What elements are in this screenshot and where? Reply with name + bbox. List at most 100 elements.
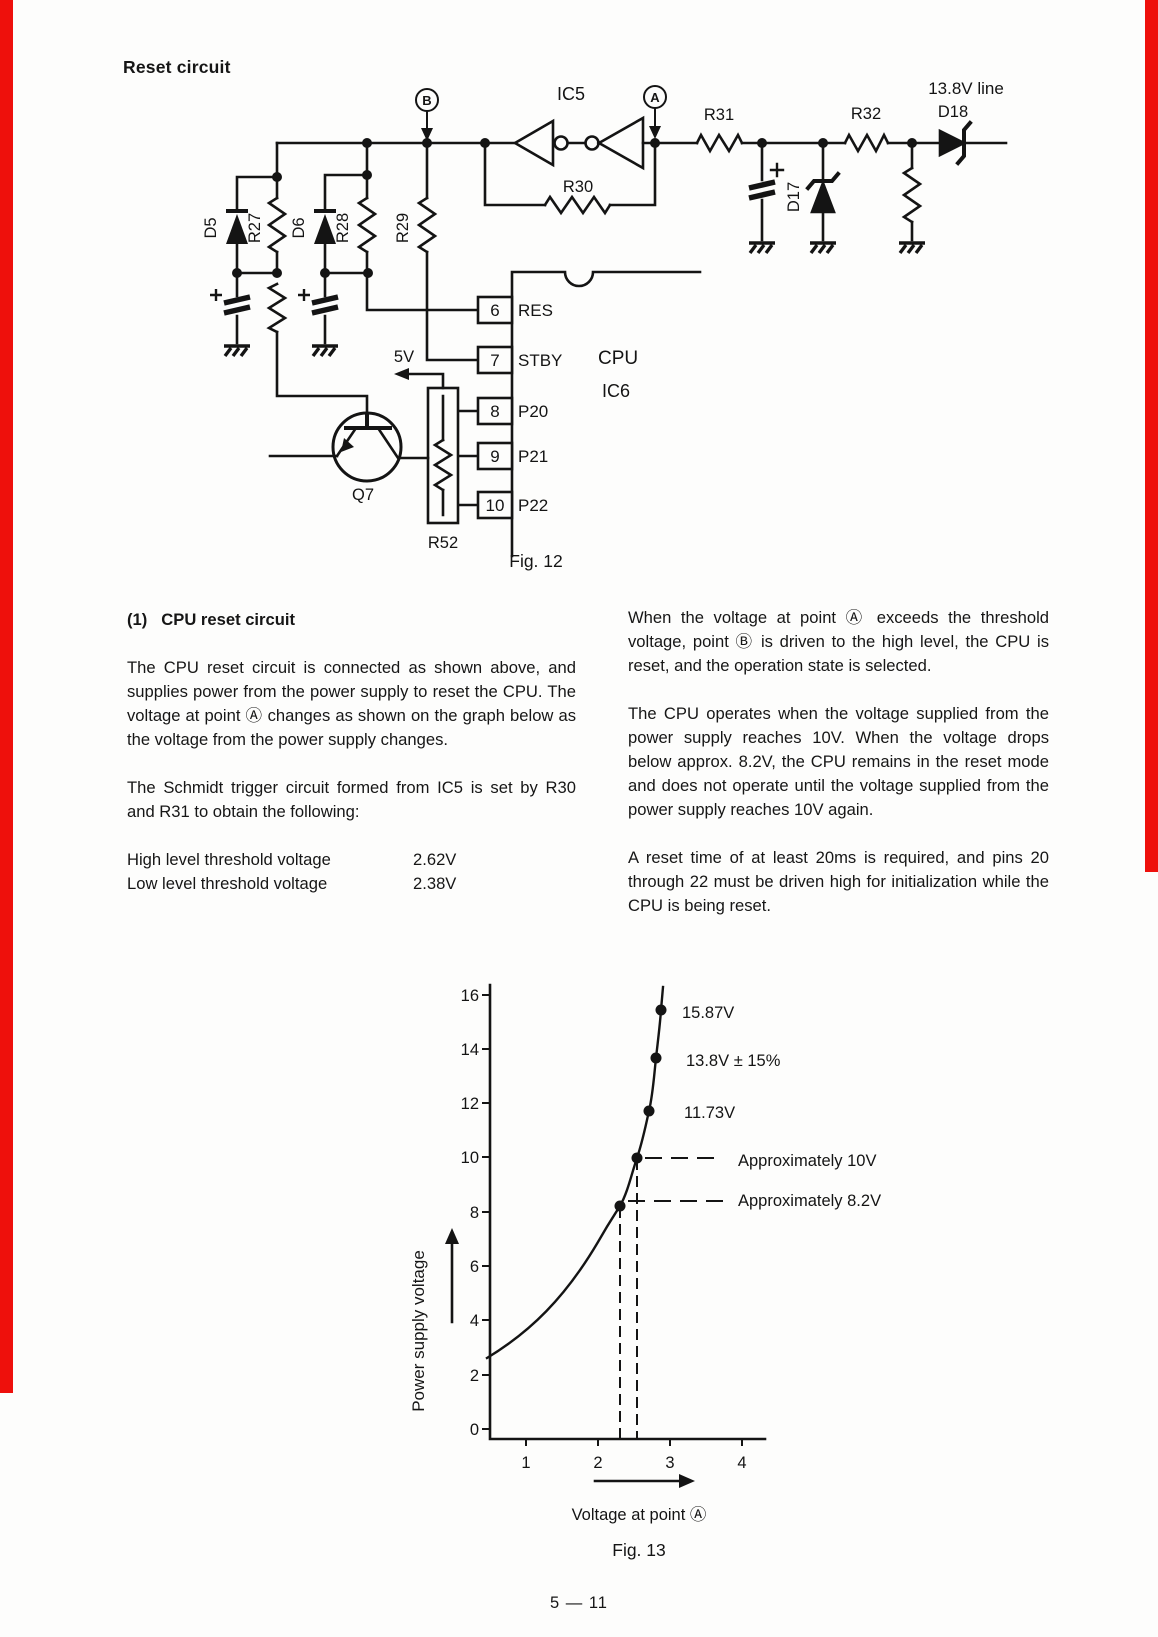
- data-point-8.2v: [614, 1200, 626, 1212]
- r30-label: R30: [563, 178, 593, 196]
- pin10-number: 10: [486, 496, 505, 515]
- annotation-11.73v: 11.73V: [684, 1104, 735, 1122]
- threshold-row: Low level threshold voltage 2.38V: [127, 872, 576, 896]
- dashed-leaders: [628, 1157, 725, 1202]
- pin9-name: P21: [518, 447, 548, 466]
- capacitor: [311, 294, 339, 316]
- pin7-name: STBY: [518, 351, 562, 370]
- pin10-name: P22: [518, 496, 548, 515]
- diode-d6: [314, 214, 336, 244]
- wire: [275, 330, 369, 416]
- transistor-base: [344, 412, 392, 430]
- reset-circuit-schematic: [235, 85, 1008, 558]
- axes: [488, 983, 767, 1441]
- y-tick-16: 16: [461, 987, 479, 1005]
- resistor: [901, 166, 923, 224]
- wire-to-res-pin: [365, 271, 480, 312]
- line-13-8v-label: 13.8V line: [928, 79, 1004, 98]
- wire: [235, 141, 279, 275]
- y-tick-4: 4: [470, 1312, 479, 1330]
- resistor-r30: [543, 194, 612, 216]
- resistor-r32: [843, 132, 890, 154]
- x-tick-2: 2: [593, 1454, 602, 1472]
- cpu-label: CPU: [598, 348, 638, 369]
- d17-label: D17: [785, 182, 803, 212]
- y-ticks: [482, 994, 491, 1430]
- data-point-11.73v: [643, 1105, 655, 1117]
- section-number: (1): [127, 610, 148, 629]
- red-margin-bar-left: [0, 0, 13, 1393]
- pin-box-8: [476, 396, 514, 426]
- junction-dot: [362, 138, 372, 148]
- resistor-r28: [356, 196, 378, 254]
- r29-label: R29: [394, 213, 412, 243]
- y-tick-12: 12: [461, 1095, 479, 1113]
- data-point-13.8v: [650, 1052, 662, 1064]
- cap-and-ground-symbols: [210, 179, 925, 358]
- fig12-caption: Fig. 12: [509, 551, 563, 571]
- d6-label: D6: [290, 217, 308, 238]
- y-tick-0: 0: [470, 1421, 479, 1439]
- d18-label: D18: [938, 103, 968, 121]
- y-tick-6: 6: [470, 1258, 479, 1276]
- 5v-label: 5V: [394, 348, 414, 366]
- junction-dot: [757, 138, 767, 148]
- junction-dot: [650, 138, 660, 148]
- wire: [456, 409, 480, 507]
- section-heading: (1)CPU reset circuit: [127, 608, 576, 632]
- x-tick-1: 1: [521, 1454, 530, 1472]
- ic6-label: IC6: [602, 381, 630, 401]
- r52-label: R52: [428, 534, 458, 552]
- plus-sign: [769, 162, 785, 178]
- ground: [809, 241, 836, 255]
- right-column: When the voltage at point Ⓐ exceeds the …: [628, 606, 1049, 942]
- x-tick-4: 4: [737, 1454, 746, 1472]
- wire-feedback: [483, 141, 657, 207]
- resistor-r29: [416, 196, 438, 254]
- point-b-circle: [415, 88, 439, 112]
- arrowhead-point-b: [421, 128, 433, 141]
- pin7-number: 7: [490, 351, 499, 370]
- resistor: [432, 438, 454, 492]
- zener-bar-d18: [955, 120, 973, 166]
- ground: [898, 241, 925, 255]
- r28-label: R28: [334, 213, 352, 243]
- arrowhead-emitter: [341, 438, 354, 452]
- annotation-8.2v: Approximately 8.2V: [738, 1192, 881, 1210]
- ground-symbols: [223, 241, 925, 358]
- capacitor: [748, 179, 776, 201]
- paragraph: A reset time of at least 20ms is require…: [628, 848, 1049, 915]
- inverter-gate: [596, 115, 645, 171]
- paragraph: The CPU operates when the voltage suppli…: [628, 704, 1049, 819]
- y-tick-10: 10: [461, 1149, 479, 1167]
- transistor-emitter: [268, 426, 358, 458]
- r27-label: R27: [246, 213, 264, 243]
- junction-dot: [362, 170, 372, 180]
- plus-sign: [298, 289, 310, 301]
- ic5-label: IC5: [557, 84, 585, 104]
- diode-d17: [810, 179, 836, 214]
- paragraph: When the voltage at point Ⓐ exceeds the …: [628, 608, 1049, 675]
- schematic-labels: B A IC5 R30 R31 R32 D18 13.8V line D17 D…: [202, 79, 1004, 571]
- arrowhead-x-axis: [679, 1474, 695, 1488]
- junctions-and-symbols: [226, 126, 917, 1488]
- point-b-label: B: [422, 93, 431, 108]
- fig13-graph: [450, 983, 767, 1483]
- plus-sign: [210, 289, 222, 301]
- resistor: [266, 282, 288, 334]
- annotation-10v: Approximately 10V: [738, 1152, 877, 1170]
- pin9-number: 9: [490, 447, 499, 466]
- diode-d18: [938, 128, 967, 158]
- y-tick-8: 8: [470, 1204, 479, 1222]
- r31-label: R31: [704, 106, 734, 124]
- ground: [748, 241, 775, 255]
- y-axis-title: Power supply voltage: [409, 1250, 428, 1412]
- x-axis-title: Voltage at point Ⓐ: [572, 1505, 707, 1524]
- pin8-number: 8: [490, 402, 499, 421]
- junction-dot: [232, 268, 242, 278]
- transistor-collector: [376, 426, 430, 460]
- red-margin-bar-right: [1145, 0, 1158, 872]
- threshold-label: Low level threshold voltage: [127, 874, 328, 893]
- wire-to-stby-pin: [425, 141, 480, 362]
